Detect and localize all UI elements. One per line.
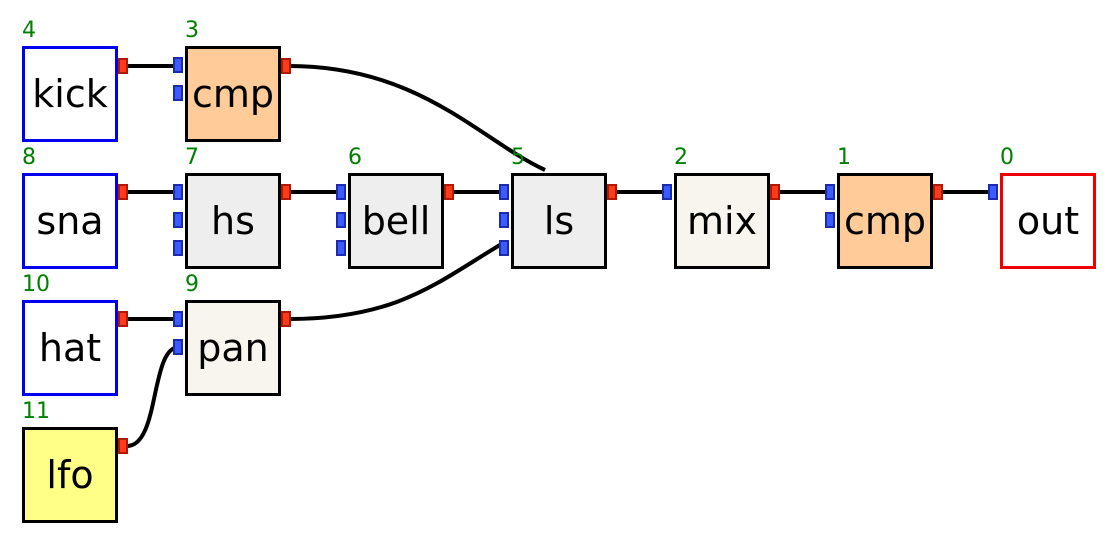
node-index-cmp3: 3 xyxy=(185,18,199,43)
node-index-kick: 4 xyxy=(22,18,36,43)
out-port-mix[interactable] xyxy=(770,184,780,200)
node-label-ls: ls xyxy=(543,199,575,243)
node-index-lfo: 11 xyxy=(22,399,50,424)
in-port-cmp3-2[interactable] xyxy=(173,85,183,101)
node-hat[interactable]: hat xyxy=(22,300,118,396)
node-label-kick: kick xyxy=(32,72,108,116)
node-hs[interactable]: hs xyxy=(185,173,281,269)
node-label-lfo: lfo xyxy=(46,453,94,497)
node-label-pan: pan xyxy=(197,326,269,370)
node-index-mix: 2 xyxy=(674,145,688,170)
out-port-pan[interactable] xyxy=(281,311,291,327)
in-port-pan-2[interactable] xyxy=(173,339,183,355)
node-label-hat: hat xyxy=(38,326,102,370)
out-port-cmp3[interactable] xyxy=(281,58,291,74)
node-mix[interactable]: mix xyxy=(674,173,770,269)
node-bell[interactable]: bell xyxy=(348,173,444,269)
node-cmp1[interactable]: cmp xyxy=(837,173,933,269)
node-index-out: 0 xyxy=(1000,145,1014,170)
node-index-hs: 7 xyxy=(185,145,199,170)
node-index-ls: 5 xyxy=(511,145,525,170)
node-index-pan: 9 xyxy=(185,272,199,297)
out-port-cmp1[interactable] xyxy=(933,184,943,200)
in-port-mix[interactable] xyxy=(662,184,672,200)
node-label-bell: bell xyxy=(361,199,431,243)
node-cmp3[interactable]: cmp xyxy=(185,46,281,142)
node-label-cmp1: cmp xyxy=(843,199,927,243)
out-port-bell[interactable] xyxy=(444,184,454,200)
out-port-lfo[interactable] xyxy=(118,438,128,454)
in-port-cmp3-1[interactable] xyxy=(173,57,183,73)
in-port-pan-1[interactable] xyxy=(173,311,183,327)
node-ls[interactable]: ls xyxy=(511,173,607,269)
in-port-hs-2[interactable] xyxy=(173,212,183,228)
out-port-kick[interactable] xyxy=(118,58,128,74)
node-index-cmp1: 1 xyxy=(837,145,851,170)
in-port-ls-1[interactable] xyxy=(499,184,509,200)
in-port-bell-3[interactable] xyxy=(336,240,346,256)
out-port-ls[interactable] xyxy=(607,184,617,200)
node-lfo[interactable]: lfo xyxy=(22,427,118,523)
node-label-out: out xyxy=(1016,199,1080,243)
node-label-sna: sna xyxy=(36,199,104,243)
in-port-cmp1-1[interactable] xyxy=(825,184,835,200)
in-port-cmp1-2[interactable] xyxy=(825,212,835,228)
in-port-out[interactable] xyxy=(988,184,998,200)
node-sna[interactable]: sna xyxy=(22,173,118,269)
out-port-hs[interactable] xyxy=(281,184,291,200)
out-port-hat[interactable] xyxy=(118,311,128,327)
out-port-sna[interactable] xyxy=(118,184,128,200)
node-label-hs: hs xyxy=(211,199,255,243)
in-port-hs-3[interactable] xyxy=(173,240,183,256)
node-kick[interactable]: kick xyxy=(22,46,118,142)
node-label-mix: mix xyxy=(686,199,758,243)
wire-pan-ls xyxy=(288,240,507,321)
node-index-bell: 6 xyxy=(348,145,362,170)
in-port-bell-1[interactable] xyxy=(336,184,346,200)
node-out[interactable]: out xyxy=(1000,173,1096,269)
in-port-ls-3[interactable] xyxy=(499,240,509,256)
in-port-hs-1[interactable] xyxy=(173,184,183,200)
node-index-hat: 10 xyxy=(22,272,50,297)
node-label-cmp3: cmp xyxy=(191,72,275,116)
in-port-bell-2[interactable] xyxy=(336,212,346,228)
wire-cmp3-ls xyxy=(288,64,546,172)
node-index-sna: 8 xyxy=(22,145,36,170)
in-port-ls-2[interactable] xyxy=(499,212,509,228)
wire-lfo-pan xyxy=(126,345,180,448)
node-pan[interactable]: pan xyxy=(185,300,281,396)
